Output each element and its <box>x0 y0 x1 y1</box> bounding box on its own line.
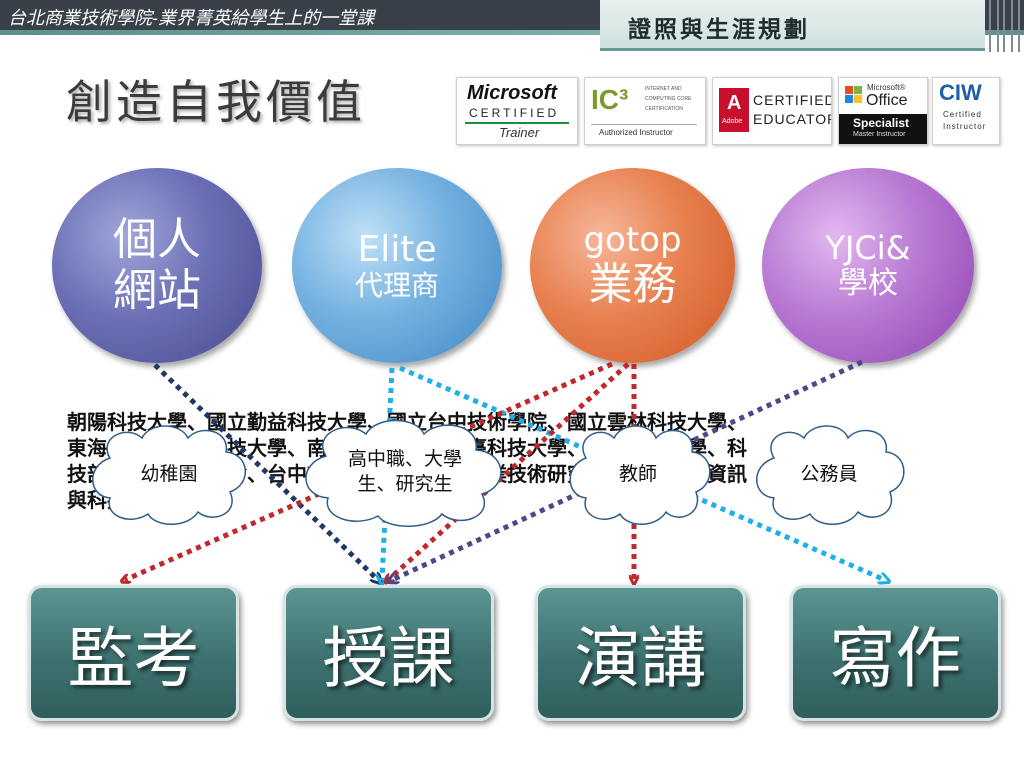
box-writing-label: 寫作 <box>829 620 962 697</box>
adobe-certified-educator-logo: A Adobe CERTIFIED EDUCATOR <box>712 77 832 145</box>
ciw-certified-instructor-logo: CIW Certified Instructor <box>932 77 1000 145</box>
cloud-students-label: 高中職、大學生、研究生 <box>347 448 462 495</box>
course-title: 台北商業技術學院-業界菁英給學生上的一堂課 <box>8 8 375 29</box>
circle-elite-agent: Elite 代理商 <box>292 168 502 363</box>
box-proctor: 監考 <box>28 585 239 721</box>
box-lecture: 演講 <box>535 585 746 721</box>
circle-personal-website-line2: 網站 <box>113 264 201 316</box>
circle-elite-agent-line2: 代理商 <box>354 269 439 303</box>
section-title: 證照與生涯規劃 <box>628 16 810 43</box>
box-lecture-label: 演講 <box>574 620 707 697</box>
circle-personal-website: 個人 網站 <box>52 168 262 363</box>
cloud-students: 高中職、大學生、研究生 <box>292 412 518 532</box>
header-decoration <box>985 0 1024 52</box>
header-tab <box>600 0 985 51</box>
arrow-gotop-to-proctor <box>125 361 614 580</box>
cloud-teachers-label: 教師 <box>618 462 657 485</box>
cloud-kindergarten-label: 幼稚園 <box>140 462 198 485</box>
arrow-gotop-to-teaching <box>388 362 630 580</box>
page-title: 創造自我價值 <box>66 75 366 129</box>
box-teaching: 授課 <box>283 585 494 721</box>
microsoft-office-specialist-logo: Microsoft® Office Specialist Master Inst… <box>838 77 928 145</box>
circle-yjci-school-line2: 學校 <box>838 265 898 301</box>
circle-gotop-sales-line2: 業務 <box>588 258 677 310</box>
box-writing: 寫作 <box>790 585 1001 721</box>
cloud-civil-servants-label: 公務員 <box>800 462 858 485</box>
cloud-teachers: 教師 <box>558 418 718 530</box>
circle-yjci-school-line1: YJCi& <box>825 228 911 267</box>
box-proctor-label: 監考 <box>67 620 200 697</box>
arrow-yjci-to-teaching <box>392 359 864 580</box>
cloud-civil-servants: 公務員 <box>744 418 914 530</box>
arrow-website-to-teaching <box>153 363 378 580</box>
circle-gotop-sales-line1: gotop <box>583 219 682 260</box>
microsoft-certified-trainer-logo: Microsoft CERTIFIED Trainer <box>456 77 578 145</box>
circle-yjci-school: YJCi& 學校 <box>762 168 974 363</box>
box-teaching-label: 授課 <box>322 620 455 697</box>
circle-gotop-sales: gotop 業務 <box>530 168 735 363</box>
header-accent-strip <box>0 30 1024 35</box>
cloud-kindergarten: 幼稚園 <box>80 418 258 530</box>
circle-personal-website-line1: 個人 <box>113 213 201 265</box>
ic3-authorized-instructor-logo: IC³ INTERNET AND COMPUTING CORE CERTIFIC… <box>584 77 706 145</box>
circle-elite-agent-line1: Elite <box>357 228 437 270</box>
